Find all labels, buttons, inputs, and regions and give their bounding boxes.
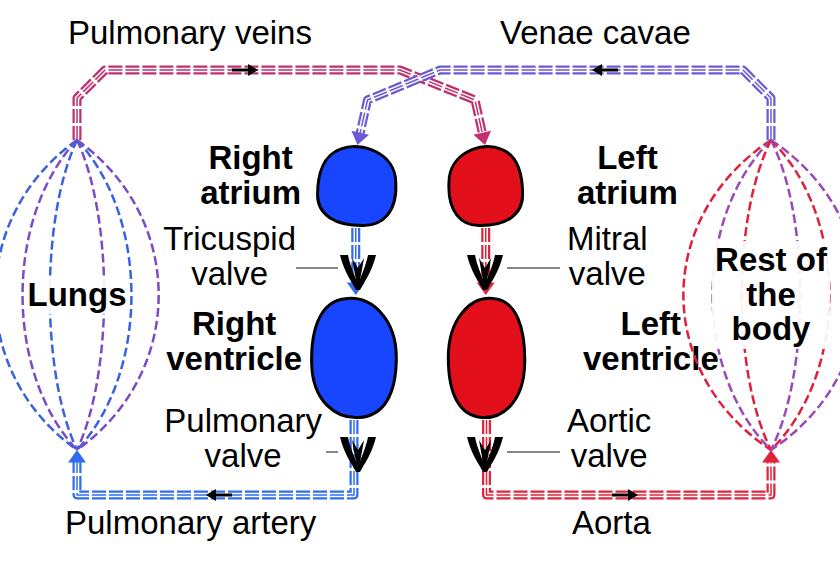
valve-symbol	[340, 255, 376, 290]
node-label: Left atrium	[577, 141, 678, 210]
arrow-head	[762, 450, 780, 463]
blood-vessel	[77, 70, 491, 145]
node-label: Right ventricle	[166, 307, 302, 376]
arrow-head	[351, 131, 369, 145]
vessel-label: Tricuspid valve	[163, 222, 296, 291]
vessel-label: Pulmonary artery	[65, 506, 316, 541]
node-label: Left ventricle	[583, 307, 719, 376]
leader-line	[296, 268, 560, 452]
arrow-head	[68, 450, 86, 463]
valve-symbol	[467, 437, 503, 472]
chamber-shape	[445, 295, 528, 420]
arrow-head	[477, 282, 495, 295]
valve-label: Aortic valve	[567, 404, 651, 473]
valve-symbol	[340, 437, 376, 472]
node-label: Rest of the body	[712, 241, 830, 349]
vessel-label: Mitral valve	[567, 222, 648, 291]
chamber-shape	[308, 295, 400, 420]
blood-vessel	[351, 70, 771, 145]
vessel-label: Venae cavae	[500, 16, 691, 51]
valve-label: Pulmonary valve	[164, 404, 322, 473]
valve-symbol	[467, 255, 503, 290]
chamber-shape	[315, 145, 400, 228]
vessel-label: Aorta	[572, 506, 651, 541]
vessel-label: Pulmonary veins	[68, 16, 312, 51]
arrow-head	[347, 282, 365, 295]
capillary-region: Rest of the body	[712, 140, 830, 450]
node-label: Lungs	[25, 276, 130, 315]
blood-vessel	[477, 228, 495, 295]
blood-vessel	[347, 228, 365, 295]
arrow-head	[473, 131, 491, 145]
heart-chamber: Left atrium	[445, 145, 525, 228]
capillary-region: Lungs	[22, 140, 132, 450]
heart-chamber: Right atrium	[315, 145, 400, 228]
chamber-shape	[445, 145, 525, 228]
heart-chamber: Left ventricle	[445, 295, 528, 420]
node-label: Right atrium	[200, 141, 301, 210]
heart-chamber: Right ventricle	[308, 295, 400, 420]
